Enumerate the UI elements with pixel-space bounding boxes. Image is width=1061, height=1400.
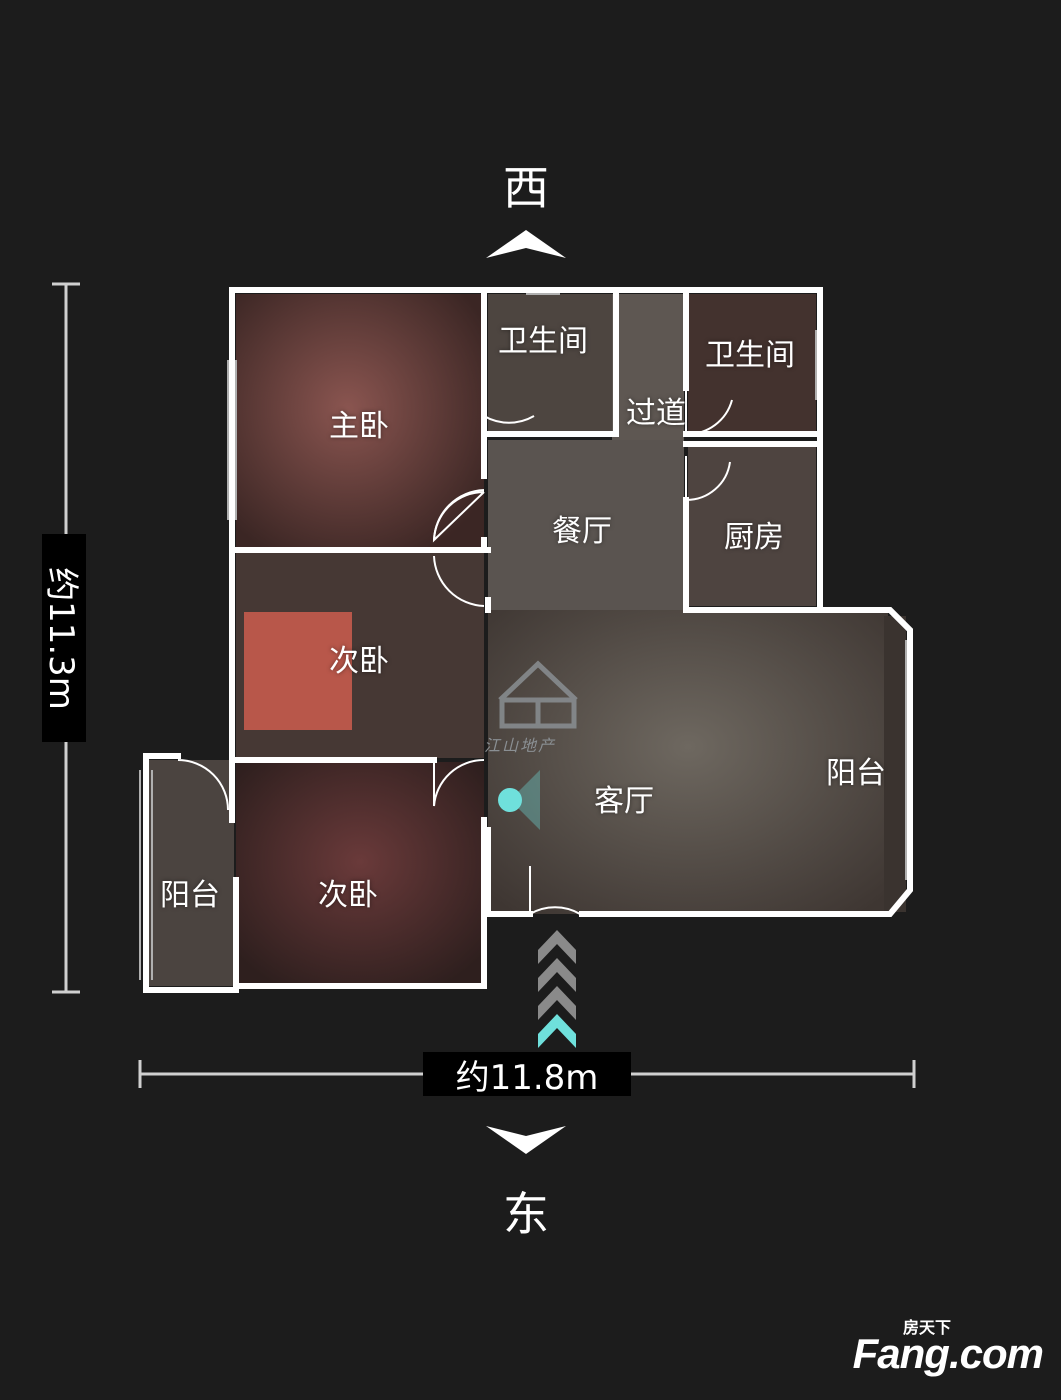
height-dimension-label: 约11.3m: [40, 534, 86, 742]
windows: [139, 293, 907, 980]
height-dimension-text: 约11.3m: [40, 566, 81, 710]
entrance-arrows[interactable]: [538, 930, 576, 1048]
width-dimension-text: 约11.8m: [455, 1057, 599, 1098]
viewpoint-marker[interactable]: [498, 770, 540, 830]
room-label-second-bedroom-1[interactable]: 次卧: [329, 644, 389, 679]
logo-text: 江山地产: [484, 736, 557, 755]
room-label-bathroom-1[interactable]: 卫生间: [498, 324, 588, 359]
watermark-sub: 房天下: [902, 1320, 951, 1337]
house-logo-icon: [498, 660, 578, 729]
watermark-brand: Fang.com: [852, 1330, 1044, 1377]
compass-south-label: 东: [503, 1187, 549, 1241]
room-label-bathroom-2[interactable]: 卫生间: [705, 338, 795, 373]
fang-watermark: 房天下 Fang.com: [852, 1320, 1044, 1378]
room-label-kitchen[interactable]: 厨房: [724, 520, 784, 555]
room-label-second-bedroom-2[interactable]: 次卧: [318, 878, 378, 913]
chevron-up-icon[interactable]: [486, 226, 566, 260]
room-label-balcony-east[interactable]: 阳台: [826, 756, 886, 791]
door-swings: [177, 366, 733, 916]
walls: [143, 287, 913, 993]
width-dimension-label: 约11.8m: [423, 1052, 631, 1098]
room-label-living-room[interactable]: 客厅: [594, 784, 654, 819]
room-floors: [146, 294, 906, 986]
room-label-dining-room[interactable]: 餐厅: [552, 514, 612, 549]
room-label-corridor[interactable]: 过道: [626, 396, 686, 431]
room-label-balcony-west[interactable]: 阳台: [160, 878, 220, 913]
room-label-master-bedroom[interactable]: 主卧: [329, 409, 389, 444]
chevron-down-icon[interactable]: [486, 1124, 566, 1158]
compass-north-label: 西: [503, 161, 549, 215]
